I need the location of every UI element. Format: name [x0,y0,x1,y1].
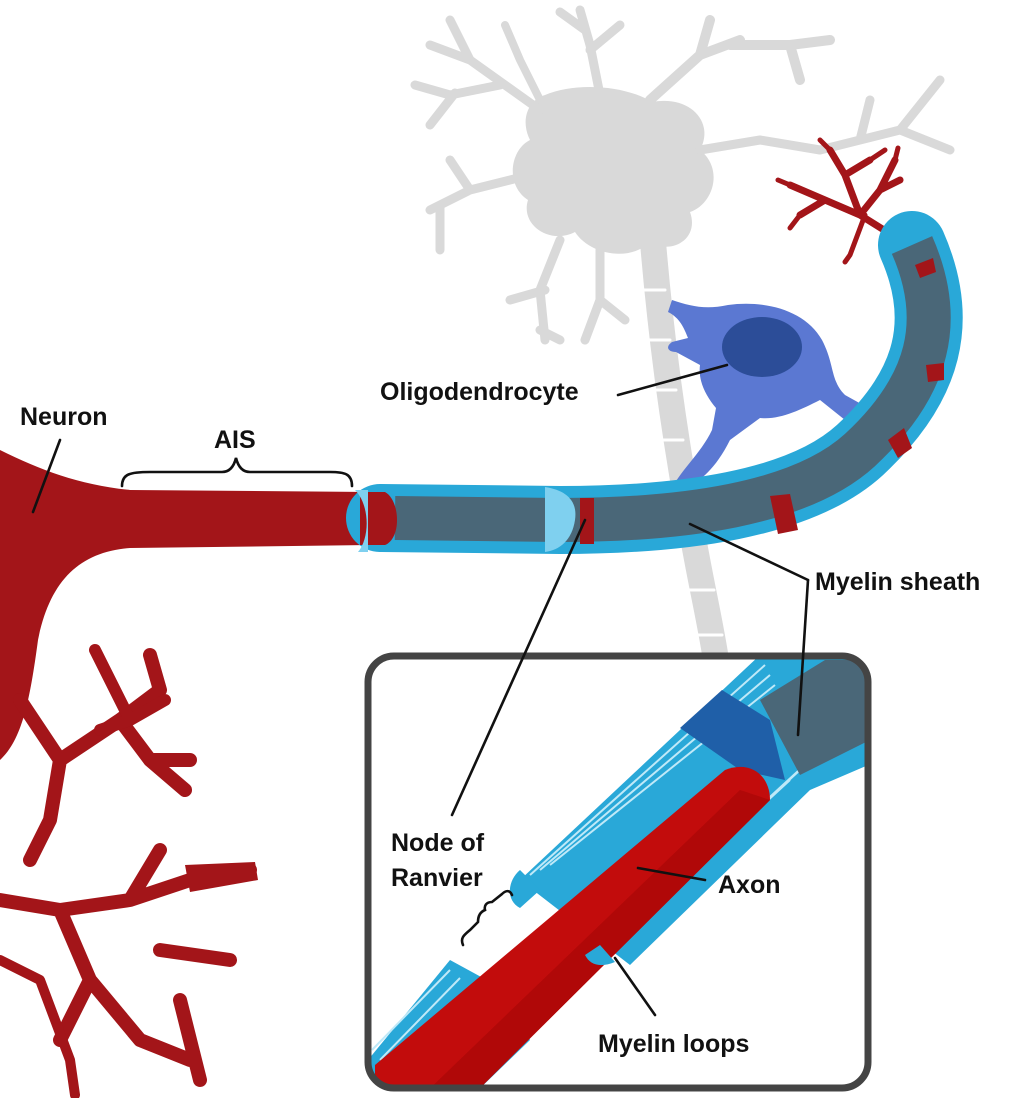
oligodendrocyte-nucleus [722,317,802,377]
neuron-cell [0,450,370,1095]
neuron-dendrite [20,655,190,860]
neuron-soma [0,450,370,760]
label-node-of-ranvier-line1: Node of [391,829,485,857]
gray-dendrite [700,80,950,150]
label-neuron: Neuron [20,403,108,431]
label-ais: AIS [214,426,256,454]
label-node-of-ranvier-line2: Ranvier [391,864,483,892]
background-neuron [415,10,950,660]
node-of-ranvier [926,363,944,382]
gray-dendrite [415,20,540,125]
label-oligodendrocyte: Oligodendrocyte [380,378,579,406]
label-myelin-loops: Myelin loops [598,1030,749,1058]
ais-bracket [122,458,352,486]
label-myelin-sheath: Myelin sheath [815,568,980,596]
neuron-dendrite-tip [185,862,258,892]
label-axon: Axon [718,871,781,899]
gray-dendrite [560,10,620,95]
gray-dendrite [510,240,560,340]
node-of-ranvier [580,498,594,544]
gray-dendrite [585,250,625,340]
gray-dendrite [650,20,830,100]
